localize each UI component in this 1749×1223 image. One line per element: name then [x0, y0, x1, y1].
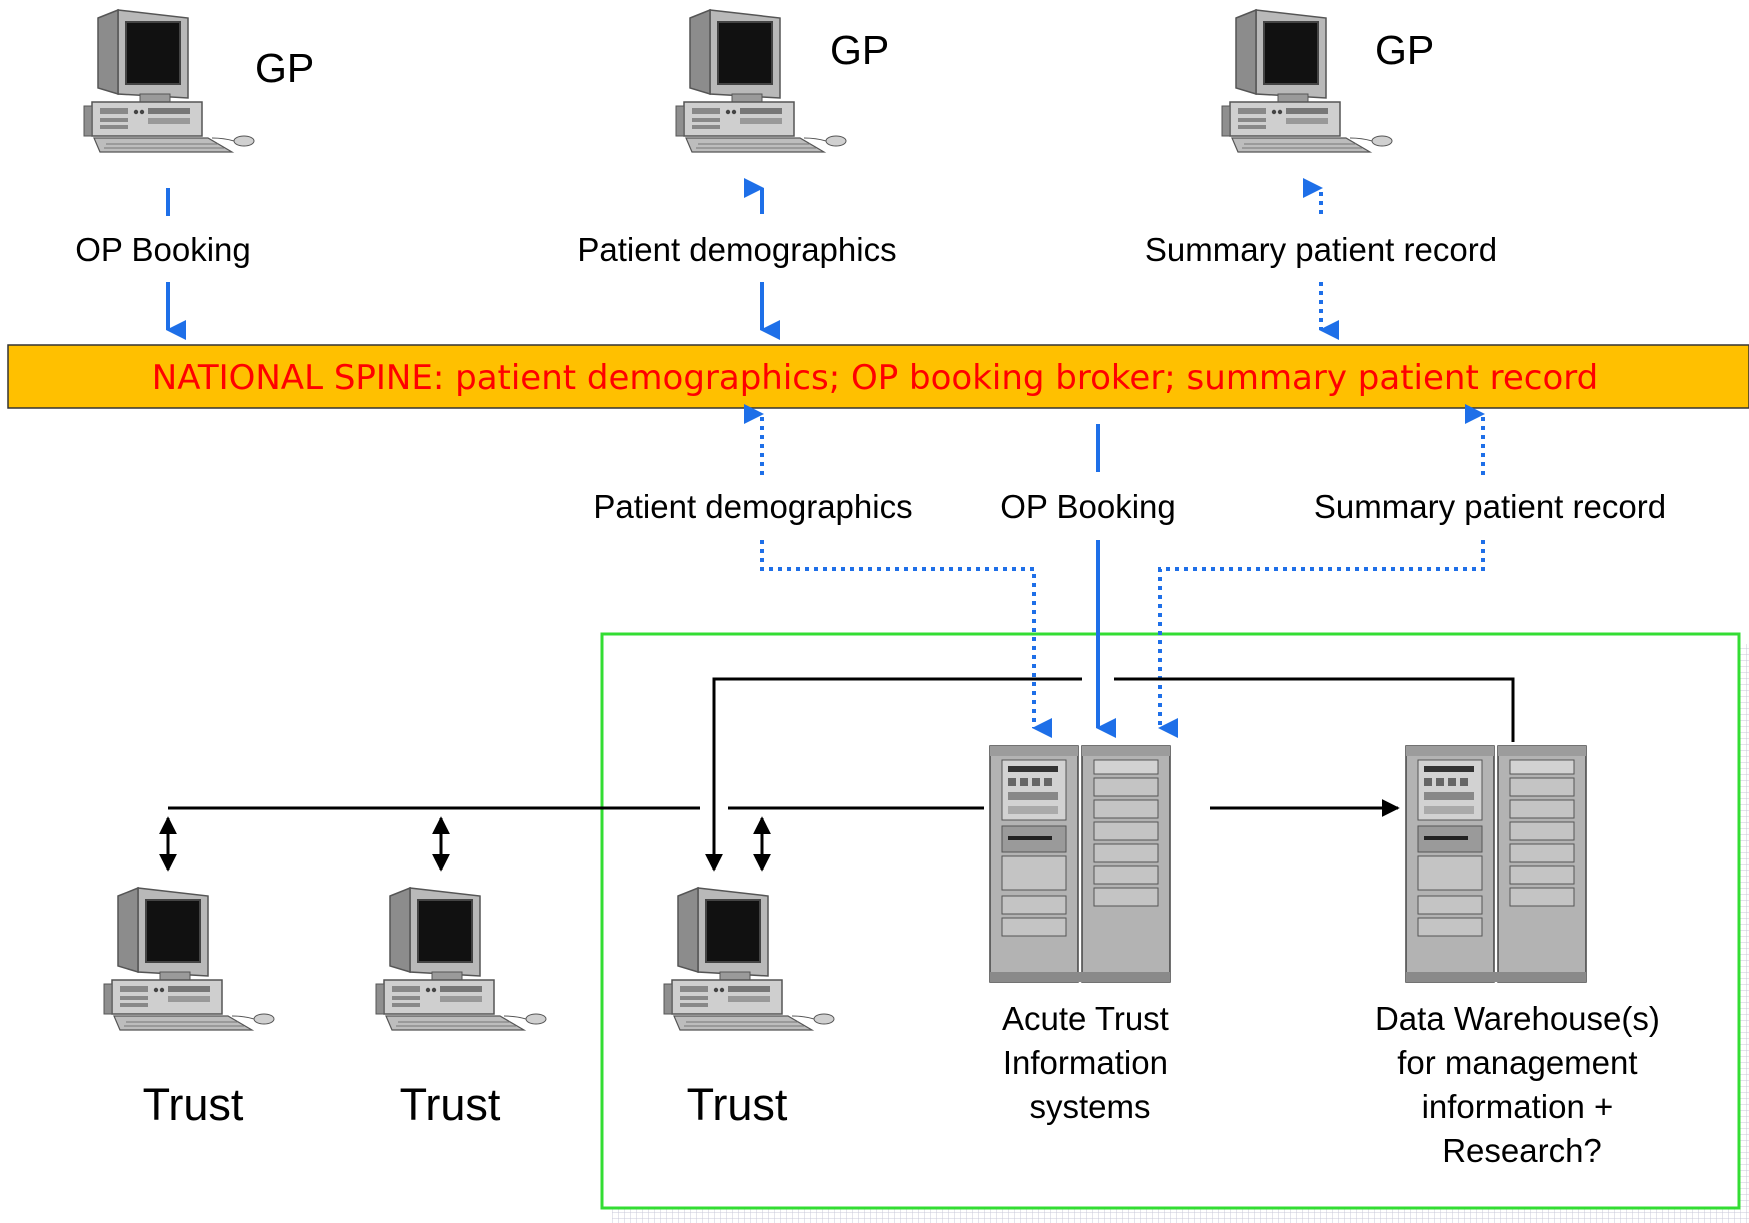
gp-label-1: GP	[255, 45, 314, 91]
acute-label-line-3: systems	[1029, 1088, 1150, 1125]
gp-computer-icon-1	[83, 9, 255, 153]
flow-label-op-booking-bottom: OP Booking	[1000, 488, 1176, 525]
gp-label-2: GP	[830, 27, 889, 73]
warehouse-label-line-3: information +	[1422, 1088, 1614, 1125]
national-spine-bar	[7, 344, 1749, 409]
acute-label-line-2: Information	[1003, 1044, 1168, 1081]
gp-label-3: GP	[1375, 27, 1434, 73]
trust-label-3: Trust	[687, 1079, 788, 1130]
flow-label-summary-bottom: Summary patient record	[1314, 488, 1666, 525]
warehouse-top-link	[1114, 677, 1515, 742]
warehouse-label-line-2: for management	[1397, 1044, 1637, 1081]
national-spine-label: NATIONAL SPINE: patient demographics; OP…	[152, 358, 1598, 398]
gp-computer-icon-3	[1221, 9, 1393, 153]
flow-label-summary-top: Summary patient record	[1145, 231, 1497, 268]
trust-computer-icon-2	[375, 887, 547, 1031]
demographics-dotted-path	[760, 540, 1052, 738]
flow-label-demographics-top: Patient demographics	[577, 231, 896, 268]
trust-computer-icon-1	[103, 887, 275, 1031]
flow-label-op-booking-top: OP Booking	[75, 231, 251, 268]
warehouse-label-line-1: Data Warehouse(s)	[1375, 1000, 1660, 1037]
warehouse-label-line-4: Research?	[1442, 1132, 1602, 1169]
acute-label-line-1: Acute Trust	[1002, 1000, 1169, 1037]
trust-label-1: Trust	[143, 1079, 244, 1130]
summary-dotted-path	[1158, 540, 1485, 738]
warehouse-server-label: Data Warehouse(s) for management informa…	[1375, 1000, 1669, 1169]
gp-computer-icon-2	[675, 9, 847, 153]
acute-to-trust-link	[705, 677, 1082, 872]
flow-label-demographics-bottom: Patient demographics	[593, 488, 912, 525]
trust-label-2: Trust	[400, 1079, 501, 1130]
acute-server-label: Acute Trust Information systems	[1002, 1000, 1178, 1125]
